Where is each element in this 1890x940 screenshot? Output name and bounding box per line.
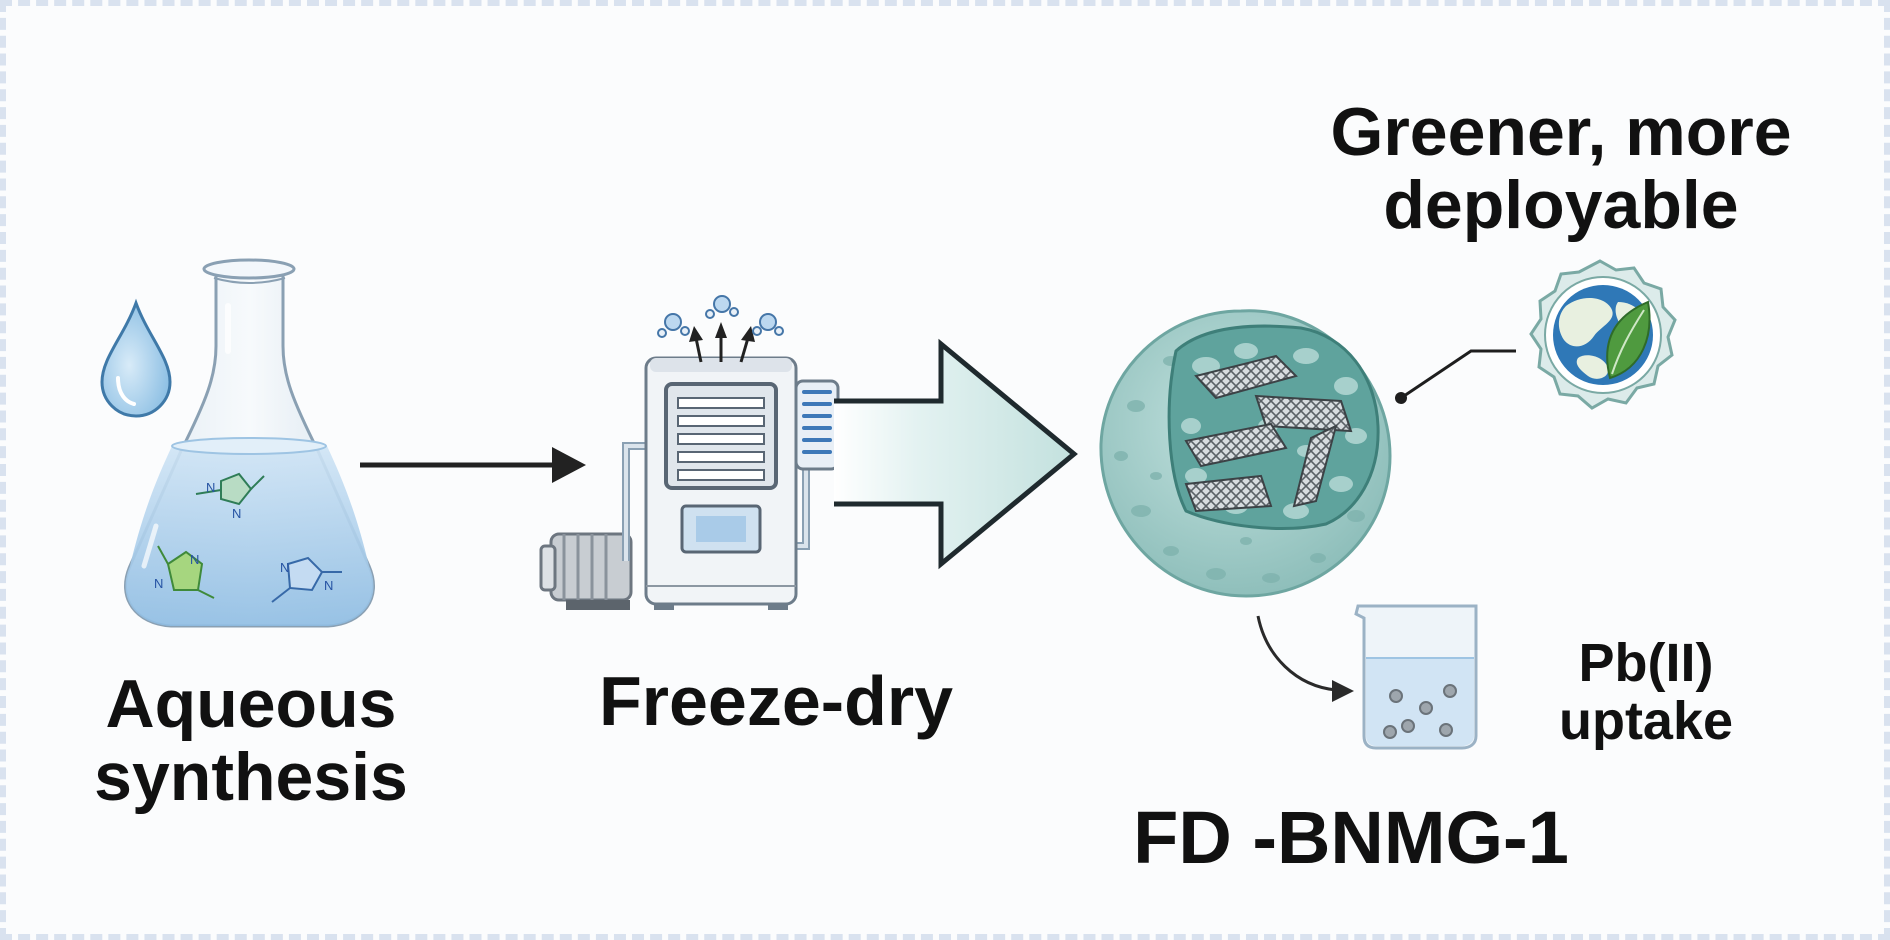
vapor-arrows <box>689 322 755 363</box>
freeze-dryer-icon <box>644 356 840 610</box>
imidazole-molecule-icon: N N <box>154 545 215 599</box>
water-drop-icon <box>100 298 172 418</box>
freeze-dry-label: Freeze-dry <box>598 662 954 740</box>
diagram-art: N N N N N N <box>100 258 1677 750</box>
vapor-molecule-icon <box>752 313 784 336</box>
nitrogen-label: N <box>154 576 163 591</box>
nitrogen-label: N <box>206 480 215 495</box>
pb-label-line2: uptake <box>1558 691 1734 752</box>
vapor-molecule-icon <box>705 295 739 319</box>
nitrogen-label: N <box>190 552 199 567</box>
aqueous-label-line2: synthesis <box>94 739 408 816</box>
porous-sphere-icon <box>1099 309 1392 598</box>
aqueous-label-line1: Aqueous <box>105 666 397 742</box>
connector-line <box>1395 349 1516 404</box>
pb-uptake-label: Pb(II) uptake <box>1526 634 1766 751</box>
process-arrow <box>360 447 586 483</box>
nitrogen-label: N <box>232 506 241 521</box>
nitrogen-label: N <box>324 578 333 593</box>
pb-label-line1: Pb(II) <box>1578 633 1714 693</box>
greener-label-line1: Greener, more <box>1330 94 1792 170</box>
greener-label-line2: deployable <box>1383 167 1739 244</box>
uptake-arrow <box>1256 615 1354 702</box>
nitrogen-label: N <box>280 560 289 575</box>
imidazole-molecule-icon: N N <box>271 556 342 603</box>
vapor-molecule-icon <box>657 313 690 338</box>
greener-label: Greener, more deployable <box>1296 94 1826 244</box>
aqueous-synthesis-label: Aqueous synthesis <box>66 666 436 816</box>
earth-leaf-badge-icon <box>1529 259 1677 410</box>
beaker-icon <box>1354 604 1478 750</box>
big-transition-arrow <box>834 338 1078 570</box>
vacuum-pump-icon <box>539 532 633 610</box>
imidazole-molecule-icon: N N <box>195 472 265 521</box>
product-name-label: FD -BNMG-1 <box>1133 796 1569 879</box>
